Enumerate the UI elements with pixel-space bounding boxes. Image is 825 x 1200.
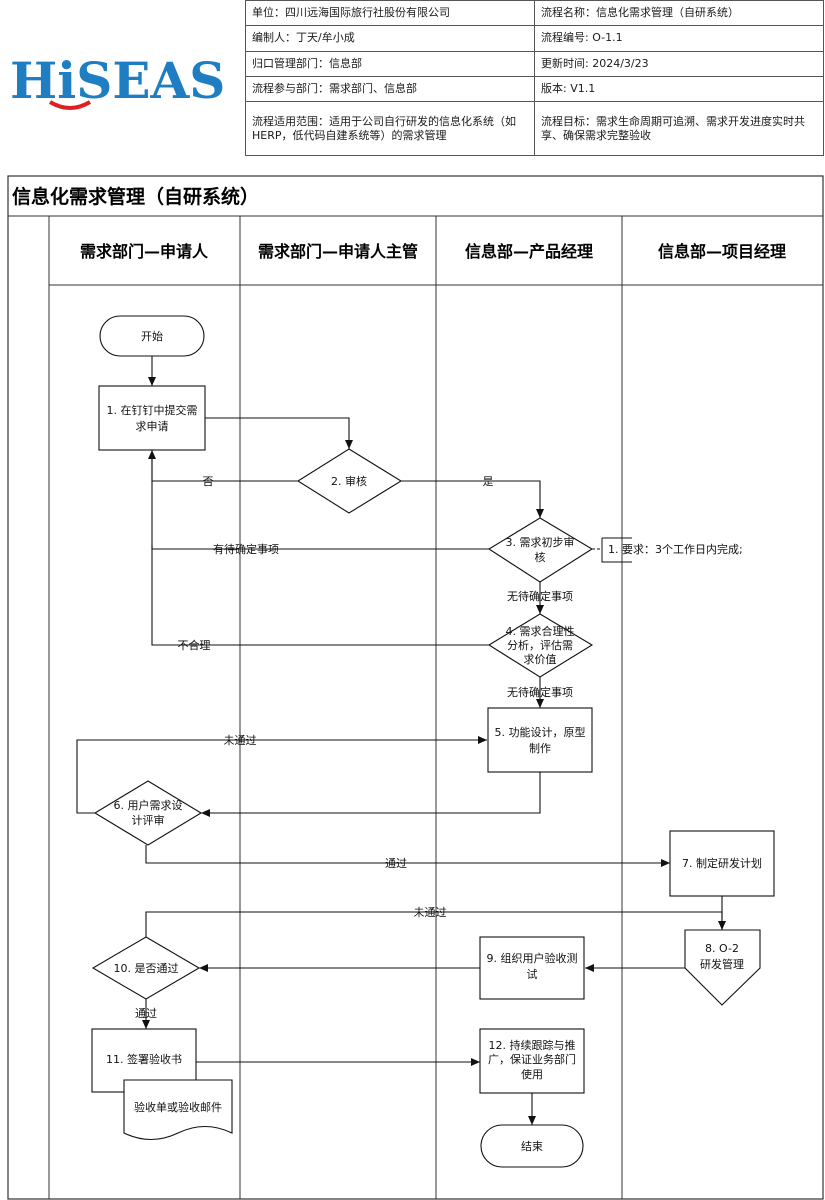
info-participants: 流程参与部门：需求部门、信息部 [245, 75, 535, 103]
edge-2-to-3-yes [401, 480, 544, 518]
node-2-label: 2. 审核 [331, 474, 367, 488]
node-12 [479, 1028, 585, 1094]
node-3-label-line2: 核 [535, 550, 546, 564]
edge-label-yes: 是 [483, 475, 494, 488]
node-8-label-line2: 研发管理 [700, 957, 744, 971]
node-6-label-line2: 计评审 [132, 813, 165, 827]
node-5 [487, 707, 593, 773]
lane-header-supervisor: 需求部门—申请人主管 [258, 242, 418, 261]
node-1-label-line1: 1. 在钉钉中提交需 [107, 403, 198, 417]
edge-1-to-2 [205, 417, 353, 449]
lane-header-applicant: 需求部门—申请人 [80, 242, 209, 261]
node-1-label-line2: 求申请 [136, 420, 169, 433]
info-author: 编制人：丁天/牟小成 [245, 25, 535, 52]
node-9-label-line2: 试 [527, 968, 538, 981]
node-6-label-line1: 6. 用户需求设 [114, 798, 183, 812]
node-4-label-line2: 分析，评估需 [507, 638, 573, 652]
node-4-label-line3: 求价值 [524, 653, 557, 666]
node-start [99, 315, 205, 357]
node-3 [487, 517, 594, 583]
note-bracket [601, 537, 632, 563]
diagram-title: 信息化需求管理（自研系统） [12, 185, 259, 208]
lane-header-product-manager: 信息部—产品经理 [465, 242, 593, 261]
node-9-label-line1: 9. 组织用户验收测 [487, 951, 578, 965]
info-version: 版本: V1.1 [534, 75, 824, 103]
edge-label-passed-1: 通过 [385, 857, 407, 870]
edge-label-not-passed-2: 未通过 [414, 906, 447, 919]
node-4-label-line1: 4. 需求合理性 [506, 624, 575, 638]
info-scope: 流程适用范围：适用于公司自行研发的信息化系统（如HERP，低代码自建系统等）的需… [245, 101, 535, 156]
node-doc [123, 1079, 233, 1141]
process-info-table: 单位：四川远海国际旅行社股份有限公司 流程名称：信息化需求管理（自研系统） 编制… [245, 0, 824, 156]
node-end [480, 1124, 584, 1168]
node-6 [93, 780, 203, 846]
node-10-label: 10. 是否通过 [114, 962, 179, 975]
edge-5-to-6 [201, 772, 541, 817]
swimlane-frame [7, 175, 824, 1200]
edge-4-to-1-unreasonable [151, 545, 489, 646]
edge-6-to-7-passed [145, 845, 670, 867]
edge-10-to-8-not-passed [145, 911, 723, 937]
node-12-label-line1: 12. 持续跟踪与推 [489, 1038, 576, 1052]
node-5-label-line2: 制作 [529, 742, 551, 755]
node-3-label-line1: 3. 需求初步审 [506, 535, 575, 549]
node-9 [479, 936, 585, 1000]
node-2 [296, 448, 403, 514]
node-12-label-line2: 广，保证业务部门 [488, 1052, 576, 1066]
node-end-label: 结束 [521, 1140, 543, 1153]
edge-label-unreasonable: 不合理 [178, 638, 211, 652]
node-12-label-line3: 使用 [521, 1068, 543, 1081]
logo-text: HiSEAS [10, 52, 225, 110]
lane-header-project-manager: 信息部—项目经理 [658, 242, 786, 261]
info-unit: 单位：四川远海国际旅行社股份有限公司 [245, 0, 535, 27]
node-7-label: 7. 制定研发计划 [682, 856, 762, 870]
edge-label-no-pending-2: 无待确定事项 [507, 685, 573, 699]
info-goal: 流程目标：需求生命周期可追溯、需求开发进度实时共享、确保需求完整验收 [534, 101, 824, 156]
note-label: 1. 要求：3个工作日内完成; [608, 542, 743, 556]
info-process-name: 流程名称：信息化需求管理（自研系统） [534, 0, 824, 27]
logo-smile-icon [48, 100, 92, 110]
edge-label-no: 否 [203, 475, 214, 488]
node-4 [487, 613, 594, 678]
hiseas-logo: HiSEAS [10, 52, 225, 110]
edge-label-not-passed-1: 未通过 [224, 734, 257, 747]
edge-label-no-pending-1: 无待确定事项 [507, 589, 573, 603]
node-1 [98, 385, 206, 451]
edge-2-to-1-no [148, 450, 298, 482]
edge-label-passed-2: 通过 [135, 1007, 157, 1020]
edge-6-to-5-not-passed [76, 736, 487, 814]
node-doc-label: 验收单或验收邮件 [134, 1100, 222, 1114]
node-8 [684, 929, 761, 1006]
node-7 [669, 830, 775, 897]
edge-label-pending: 有待确定事项 [213, 542, 279, 556]
node-10 [91, 936, 201, 1000]
node-8-label-line1: 8. O-2 [705, 942, 739, 955]
node-start-label: 开始 [141, 329, 163, 343]
node-11-label: 11. 签署验收书 [106, 1052, 182, 1066]
node-5-label-line1: 5. 功能设计，原型 [495, 725, 586, 739]
